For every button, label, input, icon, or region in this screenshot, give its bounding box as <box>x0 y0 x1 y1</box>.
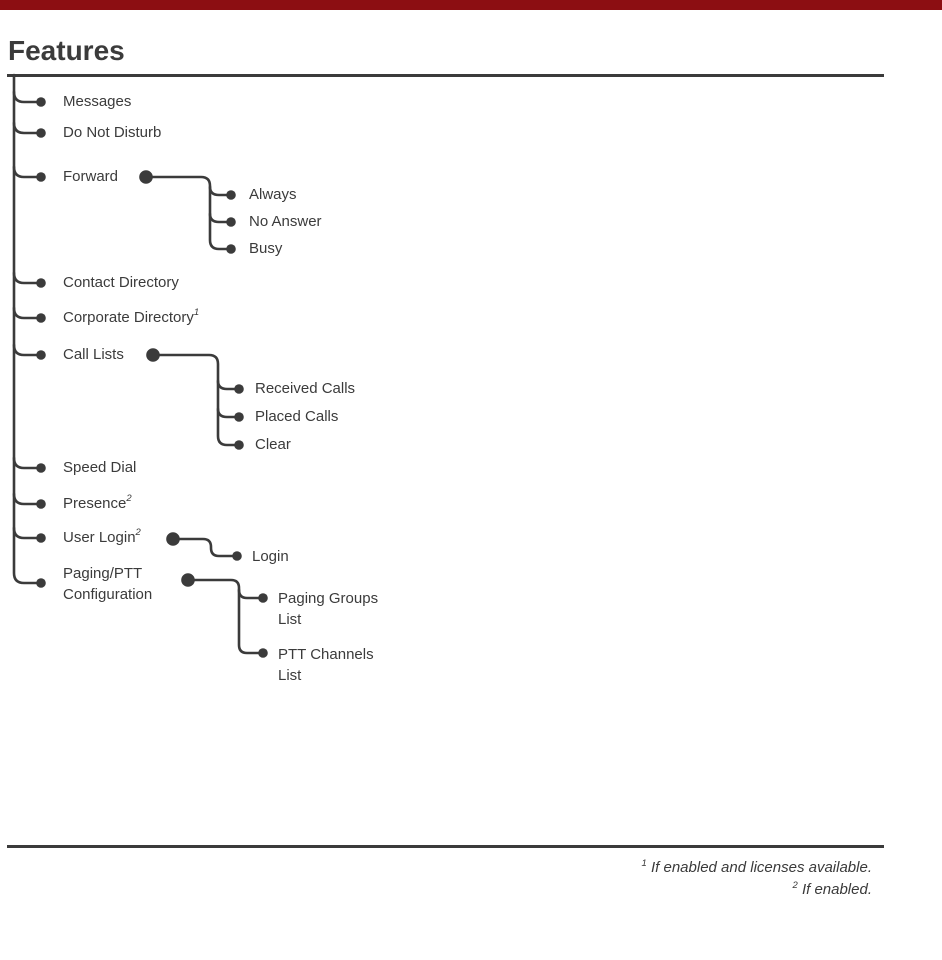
footnote-ref: 2 <box>126 493 132 504</box>
tree-item-paging-groups-list: Paging Groups List <box>278 590 379 628</box>
expand-dot-icon <box>181 573 195 587</box>
tree-item-do-not-disturb: Do Not Disturb <box>63 124 162 141</box>
branch-line <box>12 492 39 506</box>
tree-item-speed-dial: Speed Dial <box>63 459 137 476</box>
bullet-icon <box>36 533 46 543</box>
call-lists-branch-line <box>216 379 237 391</box>
page-title: Features <box>8 35 125 66</box>
tree-item-paging-ptt-configuration: Paging/PTT Configuration <box>63 565 153 603</box>
bullet-icon <box>36 350 46 360</box>
footnotes: 1 If enabled and licenses available. 2 I… <box>642 857 872 901</box>
bullet-icon <box>36 578 46 588</box>
bullet-icon <box>258 648 268 658</box>
footnote-2-text: If enabled. <box>801 881 872 898</box>
tree-item-received-calls: Received Calls <box>255 380 356 397</box>
paging-branch-line <box>237 588 261 600</box>
tree-item-user-login: User Login2 <box>63 528 141 548</box>
tree-item-call-lists: Call Lists <box>63 346 124 363</box>
footnote-ref: 1 <box>193 307 200 318</box>
branch-line <box>12 271 39 285</box>
bullet-icon <box>36 278 46 288</box>
footnote-1-marker: 1 <box>641 858 647 869</box>
tree-item-presence: Presence2 <box>63 494 132 514</box>
bullet-icon <box>36 97 46 107</box>
tree-item-messages: Messages <box>63 93 132 110</box>
footnote-ref: 2 <box>135 527 141 538</box>
tree-item-label: User Login <box>63 529 136 546</box>
tree-item-label: Corporate Directory <box>63 309 194 326</box>
bullet-icon <box>226 217 236 227</box>
forward-branch-line <box>144 175 229 251</box>
tree-item-no-answer: No Answer <box>249 213 322 230</box>
tree-item-forward: Forward <box>63 168 119 185</box>
forward-branch-line <box>208 185 229 197</box>
bullet-icon <box>226 244 236 254</box>
expand-dot-icon <box>166 532 180 546</box>
expand-dot-icon <box>146 348 160 362</box>
expand-dot-icon <box>139 170 153 184</box>
tree-item-login: Login <box>252 548 289 565</box>
tree-item-always: Always <box>249 186 297 203</box>
tree-item-corporate-directory: Corporate Directory1 <box>63 308 199 328</box>
bullet-icon <box>36 499 46 509</box>
footnote-1-text: If enabled and licenses available. <box>651 859 872 876</box>
call-lists-branch-line <box>151 353 237 447</box>
tree-item-placed-calls: Placed Calls <box>255 408 339 425</box>
bullet-icon <box>232 551 242 561</box>
footnote-1: 1 If enabled and licenses available. <box>642 857 872 879</box>
bullet-icon <box>36 128 46 138</box>
bullet-icon <box>234 412 244 422</box>
footnote-2: 2 If enabled. <box>642 879 872 901</box>
tree-item-contact-directory: Contact Directory <box>63 274 179 291</box>
branch-line <box>12 121 39 135</box>
bullet-icon <box>36 463 46 473</box>
tree-trunk-line <box>12 73 39 585</box>
branch-line <box>12 90 39 104</box>
branch-line <box>12 526 39 540</box>
footnote-2-marker: 2 <box>792 880 798 891</box>
tree-item-busy: Busy <box>249 240 283 257</box>
tree-item-ptt-channels-list: PTT Channels List <box>278 646 374 684</box>
branch-line <box>12 165 39 179</box>
bullet-icon <box>36 313 46 323</box>
call-lists-branch-line <box>216 407 237 419</box>
tree-item-label: Presence <box>63 495 127 512</box>
title-rule <box>7 74 884 77</box>
bullet-icon <box>234 384 244 394</box>
bullet-icon <box>36 172 46 182</box>
footnote-rule <box>7 845 884 848</box>
forward-branch-line <box>208 212 229 224</box>
branch-line <box>12 456 39 470</box>
user-login-branch-line <box>171 537 235 558</box>
paging-branch-line <box>186 578 261 655</box>
bullet-icon <box>234 440 244 450</box>
tree-item-clear: Clear <box>255 436 291 453</box>
branch-line <box>12 343 39 357</box>
bullet-icon <box>226 190 236 200</box>
bullet-icon <box>258 593 268 603</box>
accent-bar <box>0 0 942 10</box>
branch-line <box>12 306 39 320</box>
